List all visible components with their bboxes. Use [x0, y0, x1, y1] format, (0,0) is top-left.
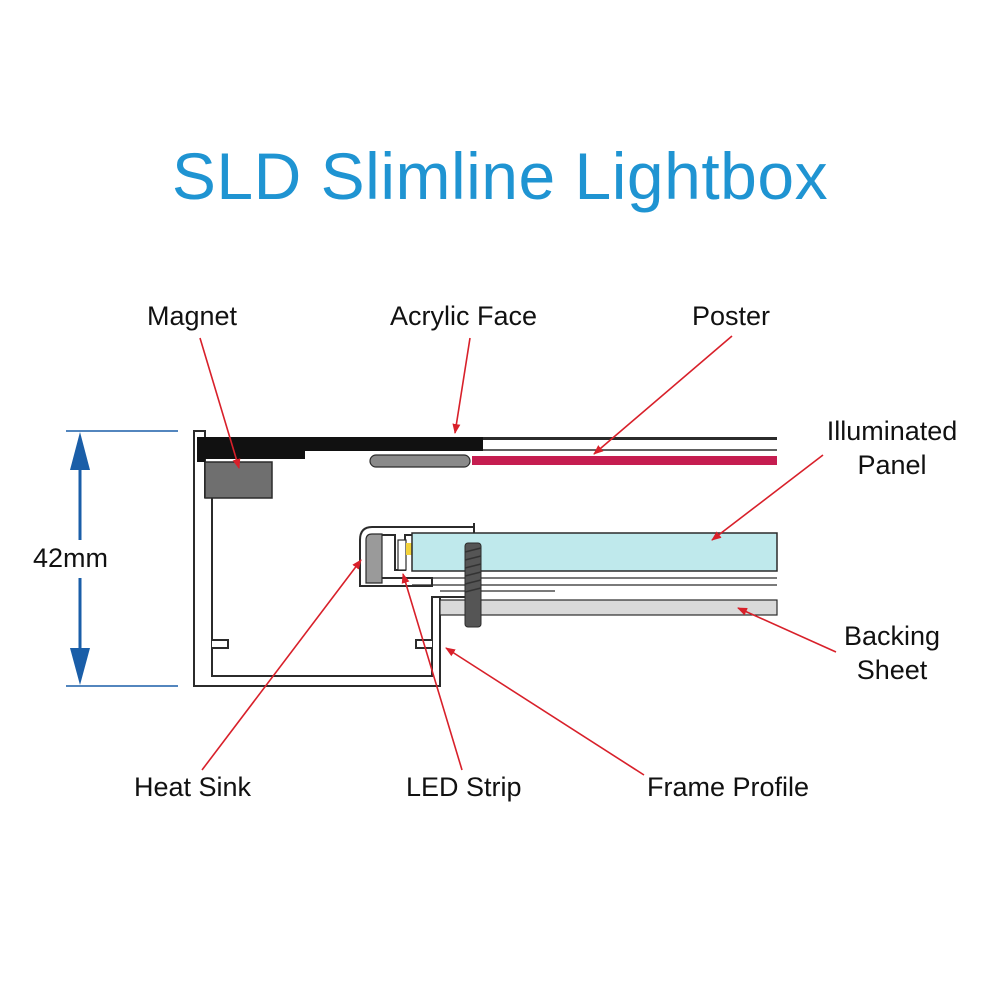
acrylic-face	[197, 437, 483, 462]
poster-clip	[369, 454, 471, 468]
backing-sheet-label-line2: Sheet	[856, 655, 928, 685]
led-strip-leader	[401, 573, 463, 771]
dimension-label: 42mm	[33, 543, 109, 573]
led-strip	[397, 539, 407, 571]
poster-leader	[593, 335, 733, 455]
illuminated-panel-leader	[711, 454, 824, 541]
dimension-indicator	[66, 430, 178, 687]
backing-sheet-label-line1: Backing	[843, 621, 941, 651]
frame-profile-leader	[445, 647, 645, 776]
heat-sink-leader	[201, 559, 362, 771]
dimension-arrow-down-icon	[70, 648, 90, 685]
led-strip-label: LED Strip	[406, 772, 522, 802]
acrylic-face-leader	[452, 337, 471, 434]
screw-thread	[464, 547, 482, 593]
illuminated-panel-label-line1: Illuminated	[826, 416, 958, 446]
illuminated-panel-label-line2: Panel	[857, 450, 927, 480]
backing-sheet	[439, 599, 778, 616]
led-chip	[406, 543, 412, 555]
diagram-title: SLD Slimline Lightbox	[171, 139, 829, 213]
heat-sink-label: Heat Sink	[134, 772, 252, 802]
frame-profile-label: Frame Profile	[647, 772, 810, 802]
acrylic-face-label: Acrylic Face	[390, 301, 538, 331]
backing-sheet-leader	[737, 607, 837, 653]
poster	[472, 456, 777, 465]
heat-sink-insert	[365, 533, 383, 584]
acrylic-face-edge	[483, 437, 777, 440]
poster-label: Poster	[692, 301, 771, 331]
magnet	[204, 461, 273, 499]
magnet-label: Magnet	[147, 301, 238, 331]
dimension-arrow-up-icon	[70, 432, 90, 470]
leader-lines	[199, 335, 837, 776]
screw	[464, 542, 482, 628]
magnet-leader	[199, 337, 241, 469]
